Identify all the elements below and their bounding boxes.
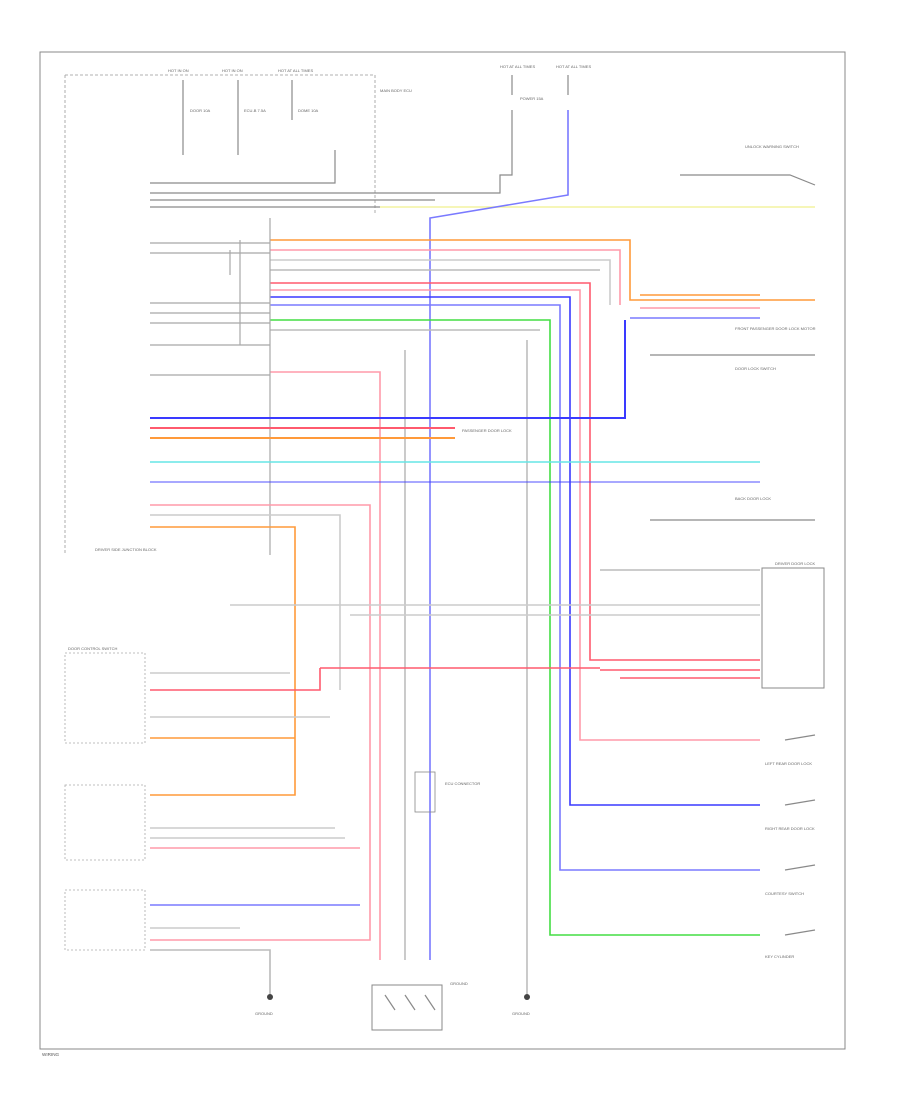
lower-left-wires [150, 827, 360, 995]
ground-icon [267, 994, 273, 1000]
door-control-switch-box [64, 652, 146, 744]
ground-label-1: GROUND [255, 1011, 273, 1016]
back-door-lock-label: BACK DOOR LOCK [735, 496, 771, 501]
passenger-door-lock-label: PASSENGER DOOR LOCK [462, 428, 512, 433]
footer-code: WIRING [42, 1052, 60, 1057]
fuse-label-2: ECU-B 7.5A [244, 108, 266, 113]
front-passenger-door-label: FRONT PASSENGER DOOR LOCK MOTOR [735, 326, 816, 331]
key-cylinder-label: KEY CYLINDER [765, 954, 794, 959]
fuse-label-4: POWER 15A [520, 96, 544, 101]
ecu-gray-bus-top [150, 110, 513, 208]
mid-color-bus [150, 320, 626, 439]
fuse-drops [182, 75, 569, 155]
ground-label-3: GROUND [450, 981, 468, 986]
driver-door-lock-label: DRIVER DOOR LOCK [775, 561, 816, 566]
top-fuse-label-4: HOT AT ALL TIMES [500, 64, 535, 69]
right-switches [784, 734, 816, 936]
rear-door-lock-rh-label: RIGHT REAR DOOR LOCK [765, 826, 815, 831]
top-fuse-label-1: HOT IN ON [168, 68, 189, 73]
door-control-switch-label: DOOR CONTROL SWITCH [68, 646, 118, 651]
rear-switch-box [64, 889, 146, 951]
top-fuse-label-5: HOT AT ALL TIMES [556, 64, 591, 69]
right-connector-stubs [630, 294, 760, 319]
ecu-gray-bus-left [150, 218, 528, 1000]
door-lock-switch-label: DOOR LOCK SWITCH [735, 366, 776, 371]
bottom-motor-box [371, 984, 443, 1031]
right-door-ecu-box [761, 567, 825, 689]
main-body-ecu-label: MAIN BODY ECU [380, 88, 412, 93]
fuse-label-1: DOOR 10A [190, 108, 211, 113]
top-right-switch-wire [680, 174, 816, 186]
top-fuse-label-3: HOT AT ALL TIMES [278, 68, 313, 73]
colored-buses [270, 239, 815, 960]
light-blue-wire-main [429, 110, 569, 960]
ecu-connector-label: ECU CONNECTOR [445, 781, 480, 786]
unlock-warning-label: UNLOCK WARNING SWITCH [745, 144, 799, 149]
front-passenger-switch-box [64, 784, 146, 861]
center-relay [414, 771, 436, 813]
top-fuse-label-2: HOT IN ON [222, 68, 243, 73]
rear-door-lock-lh-label: LEFT REAR DOOR LOCK [765, 761, 812, 766]
ground-icon [524, 994, 530, 1000]
ground-label-2: GROUND [512, 1011, 530, 1016]
wires-to-right-ecu [150, 569, 760, 739]
junction-block-label: DRIVER SIDE JUNCTION BLOCK [95, 547, 157, 552]
diagram-frame [39, 51, 846, 1050]
ground-symbols [267, 994, 530, 1000]
left-loops [150, 504, 371, 941]
motor-symbols [384, 994, 436, 1011]
junction-block-outline [64, 74, 376, 555]
fuse-label-3: DOME 10A [298, 108, 319, 113]
courtesy-switch-label: COURTESY SWITCH [765, 891, 804, 896]
